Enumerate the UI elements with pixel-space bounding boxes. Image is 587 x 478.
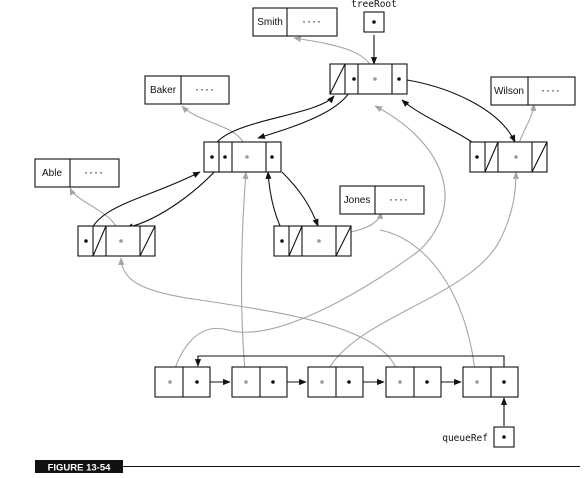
data-box-smith: Smith ···· bbox=[252, 7, 338, 37]
data-name-wilson: Wilson bbox=[494, 86, 524, 97]
queue-node-1 bbox=[154, 366, 211, 398]
caption-text: FIGURE 13-54 bbox=[48, 463, 112, 474]
tree-node-baker bbox=[203, 141, 282, 173]
tree-node-root bbox=[329, 63, 408, 95]
queue-node-2 bbox=[231, 366, 288, 398]
baker-right-child-link bbox=[281, 171, 319, 227]
data-box-wilson: Wilson ···· bbox=[490, 76, 576, 106]
queue-node-5 bbox=[462, 366, 519, 398]
data-ellipsis: ···· bbox=[389, 192, 409, 206]
tree-node-wilson bbox=[469, 141, 548, 173]
caption-badge bbox=[35, 460, 123, 473]
root-right-child-link bbox=[393, 77, 516, 143]
data-ellipsis: ···· bbox=[84, 165, 104, 179]
queue5-to-jones-link bbox=[379, 229, 477, 383]
tree-node-able bbox=[77, 225, 156, 257]
data-ellipsis: ···· bbox=[541, 83, 561, 97]
gray-links bbox=[69, 35, 537, 383]
queue-node-3 bbox=[307, 366, 364, 398]
queue1-to-root-link bbox=[170, 105, 446, 383]
figure-caption: FIGURE 13-54 bbox=[35, 460, 580, 474]
data-ellipsis: ···· bbox=[302, 14, 322, 28]
tree-root-variable: treeRoot bbox=[351, 0, 397, 33]
queue4-to-able-link bbox=[118, 257, 401, 383]
tree-node-jones bbox=[273, 225, 352, 257]
data-box-jones: Jones ···· bbox=[339, 185, 425, 215]
queue2-to-baker-link bbox=[240, 171, 249, 383]
data-name-baker: Baker bbox=[150, 85, 177, 96]
tree-root-label: treeRoot bbox=[351, 0, 397, 10]
queue-node-4 bbox=[385, 366, 442, 398]
data-name-able: Able bbox=[42, 168, 62, 179]
queue-ref-label: queueRef bbox=[442, 433, 488, 444]
queue-ref-variable: queueRef bbox=[442, 426, 515, 448]
queue3-to-wilson-link bbox=[322, 171, 520, 383]
data-ellipsis: ···· bbox=[195, 82, 215, 96]
data-box-baker: Baker ···· bbox=[144, 75, 230, 105]
data-name-jones: Jones bbox=[344, 195, 371, 206]
data-box-able: Able ···· bbox=[34, 158, 120, 188]
data-name-smith: Smith bbox=[257, 17, 283, 28]
